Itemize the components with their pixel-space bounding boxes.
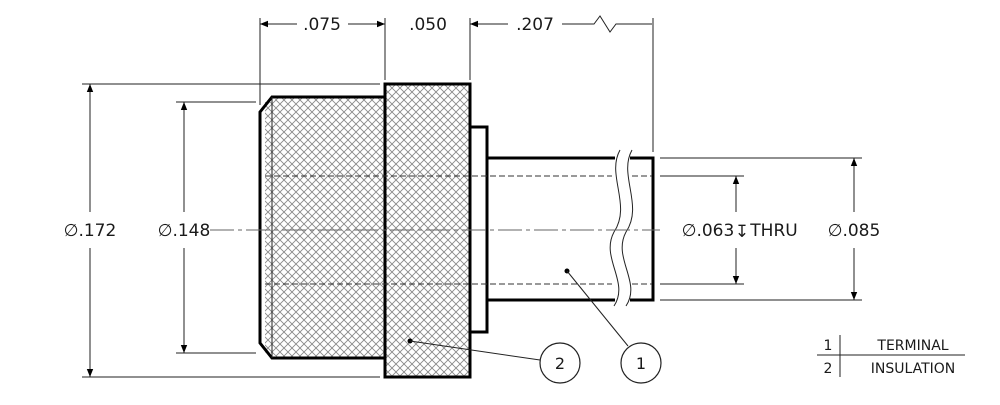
dim-050: .050 (409, 15, 447, 35)
insulation-left-section (265, 97, 385, 358)
dim-dia-063: ∅.063 ↧ THRU (660, 175, 798, 285)
balloon-1-label: 1 (636, 354, 646, 373)
thru-note: THRU (749, 221, 797, 241)
dim-dia-085-label: ∅.085 (828, 221, 881, 241)
balloon-1: 1 (564, 268, 662, 384)
dim-dia-063-label: ∅.063 (682, 221, 735, 241)
dim-207-label: .207 (516, 15, 554, 35)
balloon-2-label: 2 (555, 354, 565, 373)
balloon-2: 2 (407, 338, 581, 384)
dim-dia-148: ∅.148 (158, 101, 256, 354)
dim-050-label: .050 (409, 15, 447, 35)
parts-list: 1 TERMINAL 2 INSULATION (817, 335, 965, 377)
dim-dia-172: ∅.172 (64, 83, 380, 378)
dim-075: .075 (259, 15, 471, 105)
dim-207: .207 (470, 15, 654, 152)
dim-dia-148-label: ∅.148 (158, 221, 211, 241)
dim-dia-085: ∅.085 (660, 157, 881, 301)
hidden-lines (265, 175, 652, 285)
terminal-outline (470, 125, 655, 334)
dim-075-label: .075 (303, 15, 341, 35)
bom-item-2-number: 2 (824, 361, 833, 377)
dim-dia-172-label: ∅.172 (64, 221, 117, 241)
bom-item-1-number: 1 (824, 338, 833, 354)
depth-symbol-icon: ↧ (735, 222, 749, 242)
bom-item-1-name: TERMINAL (876, 338, 948, 354)
bom-item-2-name: INSULATION (871, 361, 956, 377)
